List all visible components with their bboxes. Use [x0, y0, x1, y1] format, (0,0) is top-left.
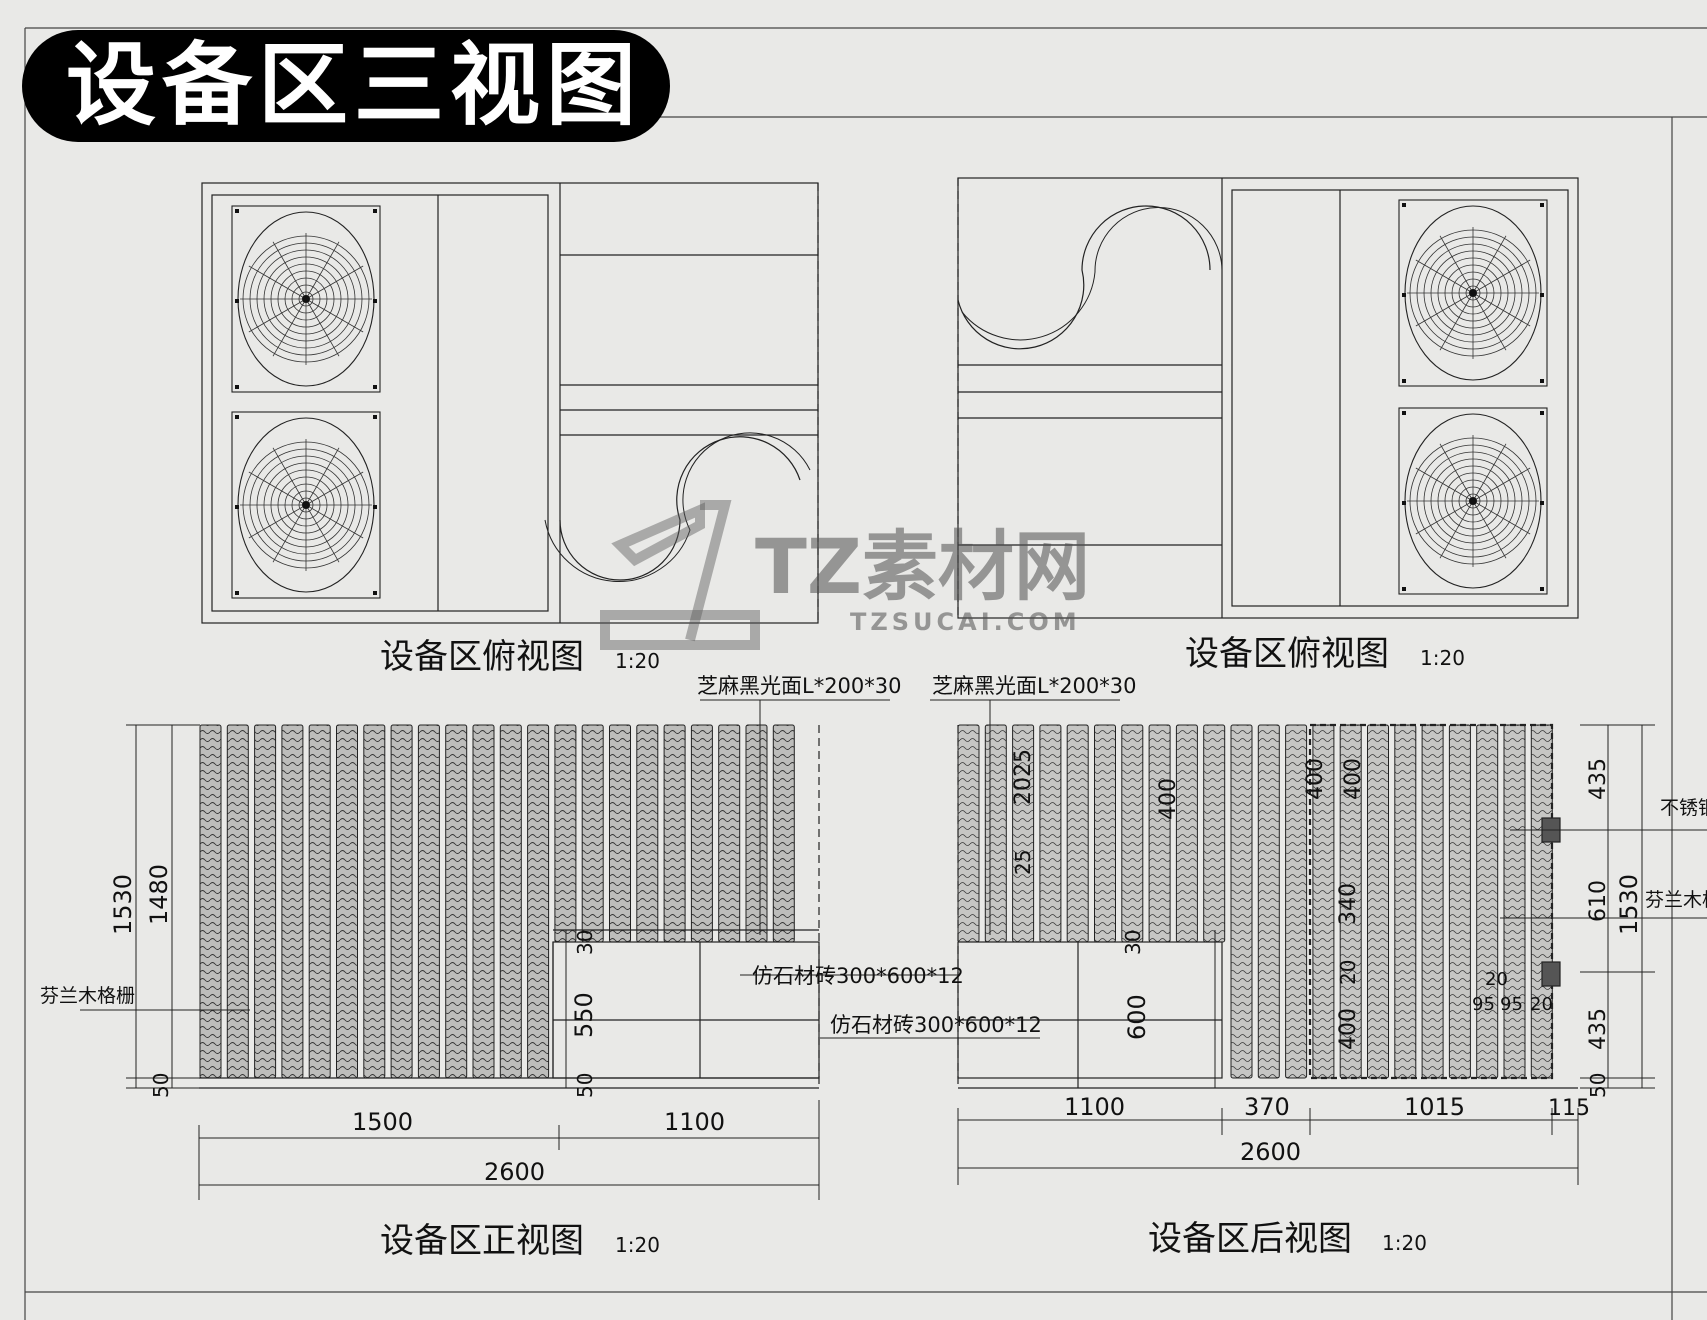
dim-back-2025: 2025 [1011, 749, 1036, 805]
dim-back-20b: 20 [1485, 969, 1508, 990]
dim-back-95b: 95 [1500, 994, 1523, 1015]
dim-back-20a: 20 [1336, 960, 1360, 985]
dim-back-610: 610 [1586, 880, 1611, 922]
label-tile-2: 仿石材砖300*600*12 [830, 1013, 1042, 1037]
dim-back-435a: 435 [1586, 758, 1611, 800]
dim-front-550: 550 [570, 992, 598, 1038]
fan-unit [231, 411, 381, 599]
top-right-plan [957, 177, 1579, 619]
dim-back-1530: 1530 [1615, 874, 1643, 935]
dim-back-340: 340 [1336, 883, 1361, 925]
dim-back-400: 400 [1156, 778, 1181, 820]
page-title: 设备区三视图 [22, 30, 670, 142]
dim-back-115: 115 [1548, 1096, 1590, 1121]
dim-back-370: 370 [1244, 1093, 1290, 1121]
dim-back-400a: 400 [1341, 758, 1366, 800]
watermark-brand: TZ素材网 [755, 522, 1090, 611]
dim-back-2600: 2600 [1240, 1138, 1301, 1166]
dim-back-25: 25 [1011, 850, 1035, 875]
dim-back-435b: 435 [1586, 1008, 1611, 1050]
dim-back-600: 600 [1123, 994, 1151, 1040]
watermark-url: TZSUCAI.COM [850, 608, 1081, 636]
sheet-frame [24, 27, 1707, 1320]
dim-front-2600: 2600 [484, 1158, 545, 1186]
dim-front-50a: 50 [149, 1073, 173, 1098]
view-scale-back: 1:20 [1382, 1231, 1427, 1255]
label-stainless: 不锈钢 [1660, 797, 1707, 819]
top-left-plan [201, 182, 819, 624]
fan-unit [1398, 407, 1548, 595]
dim-back-400b: 400 [1303, 758, 1328, 800]
dim-front-30: 30 [573, 930, 597, 955]
front-elevation [199, 724, 820, 1089]
label-tile-1: 仿石材砖300*600*12 [752, 964, 964, 988]
label-finland-grille: 芬兰木格栅 [40, 985, 135, 1007]
view-title-back: 设备区后视图 [1148, 1219, 1352, 1259]
wood-grille [957, 724, 1553, 1079]
front-dimensions [80, 699, 1040, 1200]
dim-back-400c: 400 [1336, 1008, 1361, 1050]
wood-grille [199, 724, 795, 1079]
dim-back-1015: 1015 [1404, 1093, 1465, 1121]
dim-back-95: 95 [1472, 994, 1495, 1015]
dim-front-1100: 1100 [664, 1108, 725, 1136]
view-title-front: 设备区正视图 [380, 1221, 584, 1261]
back-elevation [957, 723, 1578, 1089]
fan-unit [1398, 199, 1548, 387]
dim-front-1500: 1500 [352, 1108, 413, 1136]
dim-front-1530: 1530 [109, 874, 137, 935]
fan-unit [231, 205, 381, 393]
watermark-logo [600, 500, 760, 650]
label-sesame-left: 芝麻黑光面L*200*30 [697, 674, 902, 698]
view-scale-top-right: 1:20 [1420, 646, 1465, 670]
view-title-top-left: 设备区俯视图 [380, 637, 584, 677]
dim-back-30: 30 [1121, 930, 1145, 955]
view-scale-top-left: 1:20 [615, 649, 660, 673]
view-title-top-right: 设备区俯视图 [1185, 634, 1389, 674]
view-scale-front: 1:20 [615, 1233, 660, 1257]
dim-back-1100: 1100 [1064, 1093, 1125, 1121]
dim-front-1480: 1480 [145, 864, 173, 925]
dim-back-50: 50 [1586, 1073, 1610, 1098]
dim-back-20c: 20 [1530, 994, 1553, 1015]
label-finland-right: 芬兰木格 [1645, 889, 1707, 911]
back-dimensions [930, 699, 1707, 1185]
dim-front-50b: 50 [573, 1073, 597, 1098]
label-sesame-right: 芝麻黑光面L*200*30 [932, 674, 1137, 698]
